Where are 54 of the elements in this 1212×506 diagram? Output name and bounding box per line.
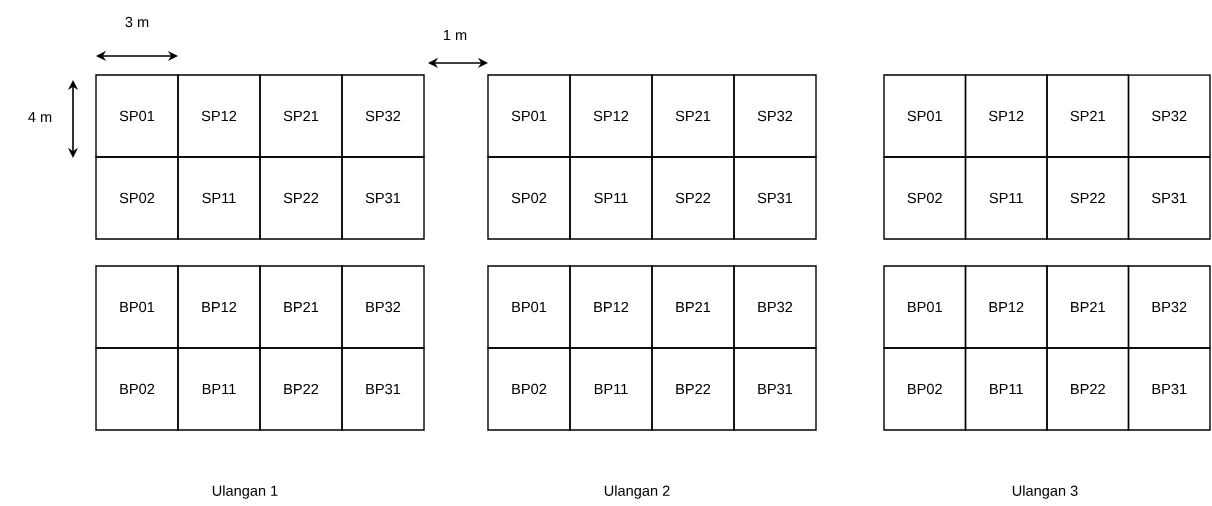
plot-cell: SP11	[177, 156, 261, 240]
plot-cell: BP32	[1127, 265, 1211, 349]
plot-cell: BP01	[95, 265, 179, 349]
plot-cell: BP31	[341, 347, 425, 431]
plot-cell: SP11	[569, 156, 653, 240]
plot-cell: SP32	[341, 74, 425, 158]
plot-cell: SP02	[487, 156, 571, 240]
plot-cell: BP01	[487, 265, 571, 349]
plot-cell: SP12	[964, 74, 1048, 158]
plot-cell: BP21	[259, 265, 343, 349]
plot-cell: BP02	[95, 347, 179, 431]
dimension-label: 1 m	[443, 29, 467, 40]
plot-cell: SP21	[651, 74, 735, 158]
plot-cell: SP02	[883, 156, 967, 240]
plot-cell: SP21	[259, 74, 343, 158]
block-label: Ulangan 2	[604, 485, 670, 499]
plot-cell: SP22	[259, 156, 343, 240]
plot-cell: BP22	[259, 347, 343, 431]
plot-cell: BP31	[733, 347, 817, 431]
plot-cell: SP31	[1127, 156, 1211, 240]
plot-cell: SP31	[733, 156, 817, 240]
plot-cell: BP11	[177, 347, 261, 431]
plot-cell: SP31	[341, 156, 425, 240]
plot-cell: SP01	[883, 74, 967, 158]
plot-cell: BP11	[569, 347, 653, 431]
plot-cell: BP21	[1046, 265, 1130, 349]
plot-cell: BP12	[964, 265, 1048, 349]
block-label: Ulangan 3	[1012, 485, 1078, 499]
dimension-label: 3 m	[125, 16, 149, 28]
plot-cell: BP12	[569, 265, 653, 349]
dimension-label: 4 m	[28, 111, 52, 122]
plot-cell: BP02	[487, 347, 571, 431]
plot-cell: SP32	[733, 74, 817, 158]
plot-cell: BP02	[883, 347, 967, 431]
plot-cell: BP12	[177, 265, 261, 349]
plot-cell: BP11	[964, 347, 1048, 431]
plot-cell: BP01	[883, 265, 967, 349]
plot-cell: SP11	[964, 156, 1048, 240]
plot-cell: SP22	[1046, 156, 1130, 240]
plot-cell: BP31	[1127, 347, 1211, 431]
plot-cell: SP21	[1046, 74, 1130, 158]
plot-cell: SP02	[95, 156, 179, 240]
plot-cell: BP21	[651, 265, 735, 349]
plot-cell: BP32	[733, 265, 817, 349]
plot-cell: SP12	[177, 74, 261, 158]
plot-cell: BP22	[1046, 347, 1130, 431]
plot-cell: SP01	[487, 74, 571, 158]
plot-cell: BP22	[651, 347, 735, 431]
plot-cell: SP22	[651, 156, 735, 240]
plot-cell: SP01	[95, 74, 179, 158]
plot-cell: SP32	[1127, 74, 1211, 158]
plot-cell: BP32	[341, 265, 425, 349]
block-label: Ulangan 1	[212, 485, 278, 499]
plot-cell: SP12	[569, 74, 653, 158]
